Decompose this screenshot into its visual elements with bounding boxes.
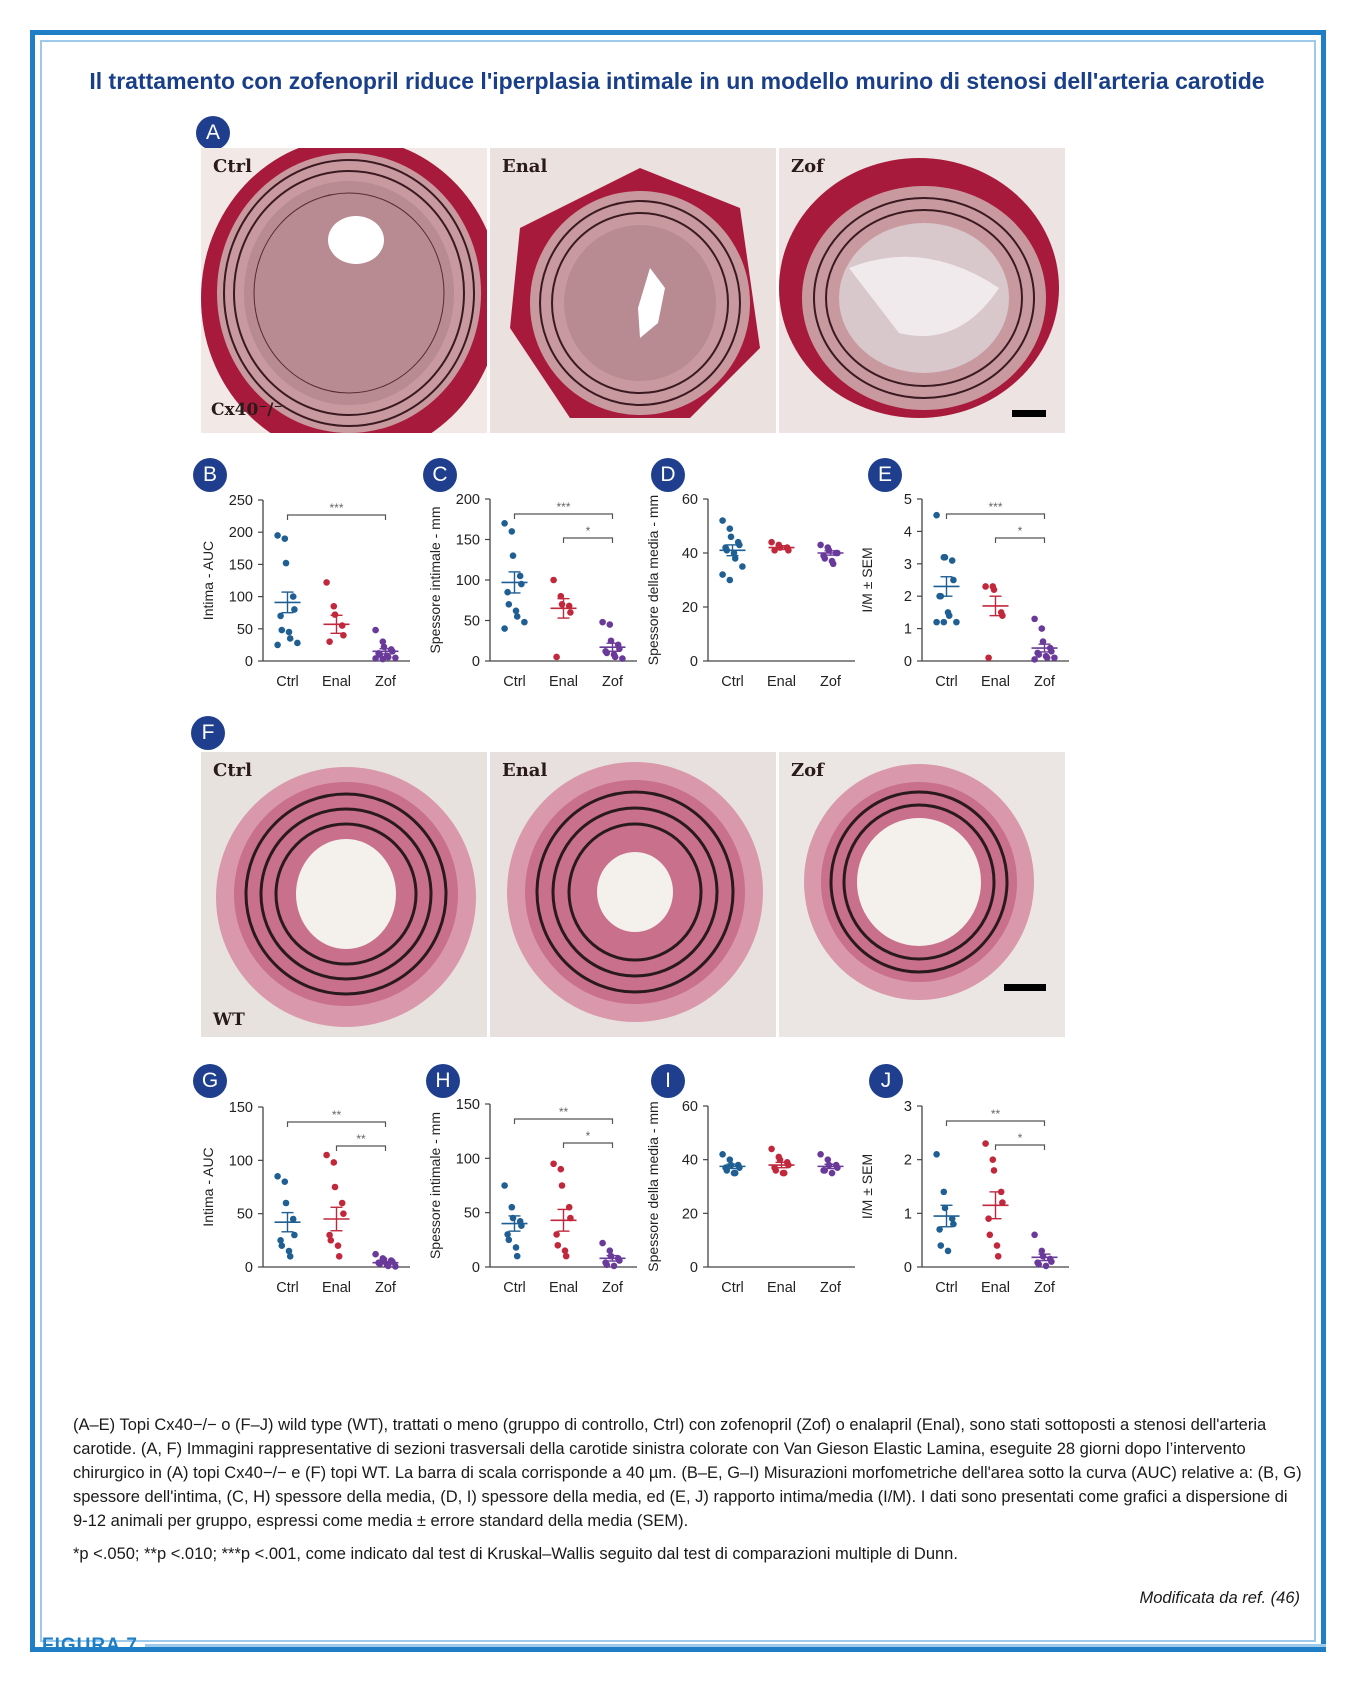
artery-section-image [201,148,487,433]
panel-letter-h: H [426,1064,460,1098]
figure-caption: (A–E) Topi Cx40−/− o (F–J) wild type (WT… [73,1416,1302,1530]
histology-a-ctrl: Ctrl Cx40⁻/⁻ [201,148,487,433]
genotype-label-cx40: Cx40⁻/⁻ [211,400,283,420]
artery-section-image [507,762,763,1022]
histology-label-zof: Zof [791,156,824,177]
panel-letter-f: F [191,716,225,750]
inner-frame [40,40,1316,1642]
artery-section-image [779,158,1059,418]
genotype-label-wt: WT [213,1010,245,1030]
histology-label-ctrl: Ctrl [213,156,252,177]
panel-letter-g: G [193,1064,227,1098]
panel-letter-j: J [869,1064,903,1098]
source-note: Modificata da ref. (46) [1139,1589,1301,1607]
histology-label-enal: Enal [502,760,548,781]
histology-a-zof: Zof [779,148,1065,433]
panel-letter-c: C [423,458,457,492]
artery-section-image [510,168,760,418]
panel-letter-a: A [196,116,230,150]
figure-label-rule [145,1644,1326,1647]
histology-a-enal: Enal [490,148,776,433]
panel-letter-e: E [868,458,902,492]
histology-label-zof: Zof [791,760,824,781]
figure-title: Il trattamento con zofenopril riduce l'i… [89,68,1265,94]
panel-letter-b: B [193,458,227,492]
scale-bar [1004,984,1046,991]
histology-f-enal: Enal [490,752,776,1037]
outer-frame [30,30,1326,1652]
histology-f-ctrl: Ctrl WT [201,752,487,1037]
artery-section-image [216,767,476,1027]
panel-letter-i: I [651,1064,685,1098]
scale-bar [1012,410,1046,417]
figure-label: FIGURA 7 [42,1635,138,1656]
artery-section-image [804,764,1034,1000]
significance-note: *p <.050; **p <.010; ***p <.001, come in… [73,1545,958,1563]
histology-label-ctrl: Ctrl [213,760,252,781]
histology-label-enal: Enal [502,156,548,177]
histology-f-zof: Zof [779,752,1065,1037]
panel-letter-d: D [651,458,685,492]
